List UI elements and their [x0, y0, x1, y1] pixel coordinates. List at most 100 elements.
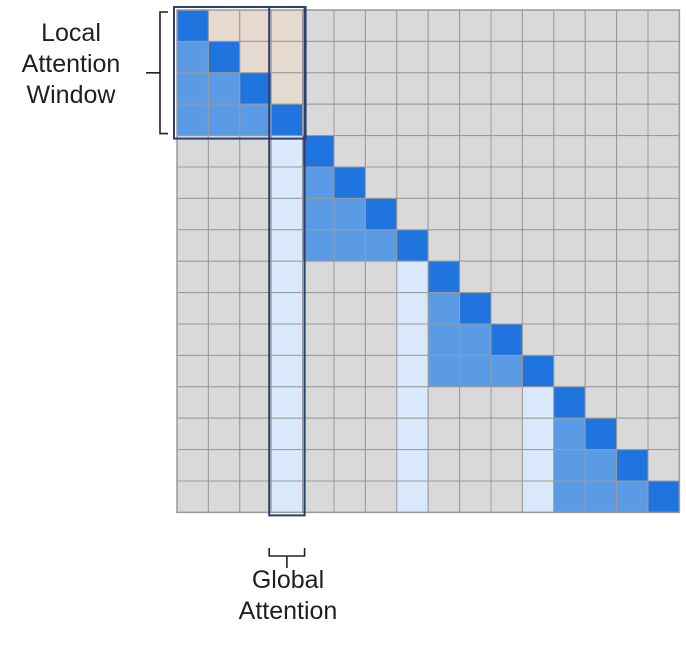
matrix-cell-off — [239, 449, 272, 482]
matrix-cell-off — [584, 386, 618, 419]
matrix-cell-off — [333, 72, 366, 105]
matrix-cell-off — [553, 197, 586, 231]
matrix-cell-off — [364, 9, 398, 42]
matrix-cell-off — [584, 40, 618, 74]
matrix-cell-local — [176, 40, 209, 74]
matrix-cell-diagonal — [459, 292, 492, 325]
matrix-cell-off — [553, 103, 586, 137]
matrix-cell-off — [207, 354, 241, 388]
matrix-cell-off — [584, 292, 618, 325]
matrix-cell-off — [302, 449, 335, 482]
matrix-cell-off — [207, 323, 241, 356]
matrix-cell-global — [270, 323, 304, 356]
matrix-cell-off — [396, 166, 429, 199]
matrix-cell-off — [302, 386, 335, 419]
matrix-cell-off — [647, 229, 680, 262]
matrix-cell-off — [302, 40, 335, 74]
global-label-line-2: Attention — [238, 597, 338, 625]
matrix-cell-global — [396, 354, 429, 388]
matrix-cell-local — [427, 354, 461, 388]
matrix-cell-off — [521, 40, 555, 74]
matrix-cell-diagonal — [427, 260, 461, 294]
matrix-cell-off — [176, 323, 209, 356]
matrix-cell-window-off — [270, 72, 304, 105]
matrix-cell-off — [616, 103, 649, 137]
matrix-cell-off — [459, 72, 492, 105]
matrix-cell-off — [553, 323, 586, 356]
matrix-cell-local — [616, 480, 649, 513]
matrix-cell-off — [396, 197, 429, 231]
matrix-cell-off — [302, 292, 335, 325]
matrix-cell-off — [333, 135, 366, 168]
matrix-cell-off — [239, 197, 272, 231]
matrix-cell-off — [490, 260, 523, 294]
matrix-cell-off — [647, 40, 680, 74]
matrix-cell-off — [490, 417, 523, 451]
matrix-cell-off — [521, 9, 555, 42]
matrix-cell-off — [333, 9, 366, 42]
matrix-cell-off — [647, 72, 680, 105]
matrix-cell-off — [616, 292, 649, 325]
matrix-cell-global — [270, 386, 304, 419]
matrix-cell-global — [521, 417, 555, 451]
matrix-cell-off — [553, 40, 586, 74]
matrix-cell-off — [490, 197, 523, 231]
matrix-cell-off — [333, 386, 366, 419]
matrix-cell-diagonal — [553, 386, 586, 419]
matrix-cell-window-off — [270, 9, 304, 42]
matrix-cell-global — [270, 135, 304, 168]
matrix-cell-off — [427, 9, 461, 42]
matrix-cell-off — [239, 480, 272, 513]
matrix-cell-global — [396, 449, 429, 482]
matrix-cell-off — [647, 354, 680, 388]
matrix-cell-off — [176, 386, 209, 419]
matrix-cell-off — [364, 72, 398, 105]
matrix-cell-off — [427, 480, 461, 513]
matrix-cell-off — [584, 260, 618, 294]
matrix-cell-off — [364, 480, 398, 513]
matrix-cell-off — [521, 229, 555, 262]
local-attention-window-label: Local Attention Window — [0, 18, 142, 111]
matrix-cell-off — [616, 260, 649, 294]
matrix-cell-off — [584, 103, 618, 137]
matrix-cell-off — [647, 260, 680, 294]
matrix-cell-global — [270, 354, 304, 388]
matrix-cell-off — [553, 166, 586, 199]
matrix-cell-off — [207, 166, 241, 199]
matrix-cell-diagonal — [396, 229, 429, 262]
matrix-cell-local — [427, 323, 461, 356]
matrix-cell-off — [647, 449, 680, 482]
matrix-cell-off — [302, 323, 335, 356]
matrix-cell-off — [490, 9, 523, 42]
matrix-cell-off — [521, 323, 555, 356]
matrix-cell-off — [521, 260, 555, 294]
matrix-cell-off — [333, 292, 366, 325]
matrix-cell-off — [584, 323, 618, 356]
matrix-cell-off — [490, 103, 523, 137]
matrix-cell-off — [396, 103, 429, 137]
matrix-cell-off — [427, 229, 461, 262]
matrix-cell-window-off — [207, 9, 241, 42]
matrix-cell-diagonal — [364, 197, 398, 231]
matrix-cell-off — [364, 417, 398, 451]
global-attention-label: Global Attention — [210, 565, 366, 627]
matrix-cell-off — [364, 323, 398, 356]
matrix-cell-off — [459, 480, 492, 513]
matrix-cell-off — [584, 9, 618, 42]
global-column-box — [268, 6, 306, 517]
matrix-cell-off — [176, 449, 209, 482]
local-label-line-2: Attention — [21, 50, 121, 78]
matrix-cell-off — [647, 417, 680, 451]
matrix-cell-off — [302, 260, 335, 294]
matrix-cell-off — [364, 386, 398, 419]
matrix-cell-off — [584, 166, 618, 199]
matrix-cell-diagonal — [521, 354, 555, 388]
matrix-cell-global — [521, 480, 555, 513]
matrix-cell-off — [647, 323, 680, 356]
matrix-cell-off — [616, 229, 649, 262]
matrix-cell-off — [427, 197, 461, 231]
matrix-cell-off — [302, 72, 335, 105]
matrix-cell-off — [396, 40, 429, 74]
